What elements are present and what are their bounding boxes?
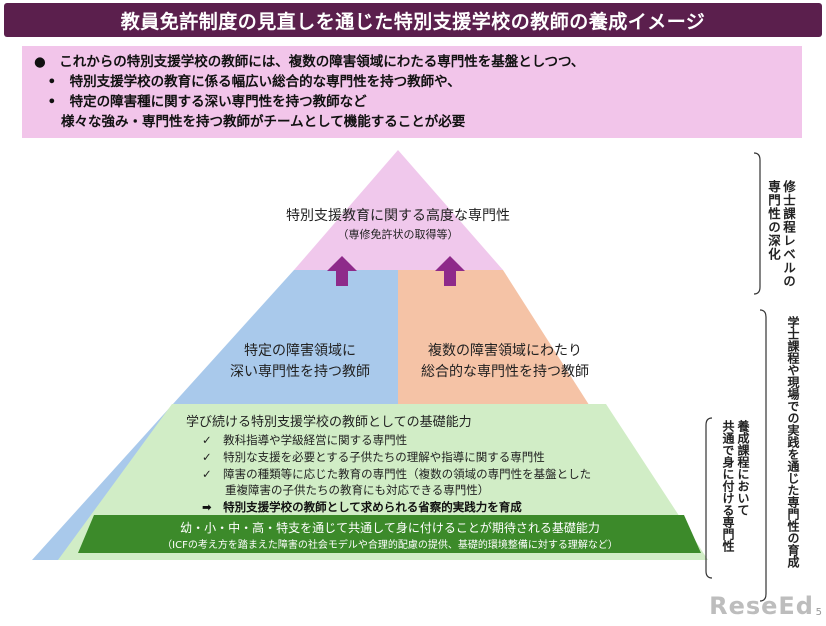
base-line1: 幼・小・中・高・特支を通じて共通して身に付けることが期待される基礎能力 <box>180 520 600 535</box>
watermark-logo: ReseEd <box>709 592 814 620</box>
foundation-check: ✓ 障害の種類等に応じた教育の専門性（複数の領域の専門性を基盤とした <box>202 467 591 481</box>
left-line1: 特定の障害領域に <box>244 342 356 359</box>
top-title: 特別支援教育に関する高度な専門性 <box>286 207 510 224</box>
side-label-common-line2: 共通で身に付ける専門性 <box>721 420 735 552</box>
side-label-master-line2: 専門性の深化 <box>766 180 781 261</box>
side-label-master: 修士課程レベルの 専門性の深化 <box>766 180 796 288</box>
foundation-title: 学び続ける特別支援学校の教師としての基礎能力 <box>186 414 472 430</box>
base-line2: （ICFの考え方を踏まえた障害の社会モデルや合理的配慮の提供、基礎的環境整備に対… <box>162 538 618 551</box>
left-line2: 深い専門性を持つ教師 <box>230 364 370 380</box>
foundation-check: ✓ 教科指導や学級経営に関する専門性 <box>202 433 407 447</box>
foundation-conclusion: ➡ 特別支援学校の教師として求められる省察的実践力を育成 <box>202 500 522 514</box>
top-subtitle: （専修免許状の取得等） <box>338 227 459 241</box>
up-arrow-icon <box>435 256 465 286</box>
pyramid-base-bar <box>78 515 701 553</box>
right-line2: 総合的な専門性を持つ教師 <box>421 364 589 380</box>
up-arrow-icon <box>327 256 357 286</box>
side-label-bachelor-line1: 学士課程や現場での実践を通じた専門性の育成 <box>786 316 800 568</box>
foundation-check: ✓ 特別な支援を必要とする子供たちの理解や指導に関する専門性 <box>202 450 545 464</box>
intro-line: • 特別支援学校の教育に係る幅広い総合的な専門性を持つ教師や、 <box>34 74 461 90</box>
intro-box: ● これからの特別支援学校の教師には、複数の障害領域にわたる専門性を基盤としつつ… <box>22 46 802 138</box>
intro-line: ● これからの特別支援学校の教師には、複数の障害領域にわたる専門性を基盤としつつ… <box>34 54 585 70</box>
page-title-text: 教員免許制度の見直しを通じた特別支援学校の教師の養成イメージ <box>120 10 706 33</box>
side-label-common-line1: 養成課程において <box>736 420 750 516</box>
intro-line: • 特定の障害種に関する深い専門性を持つ教師など <box>34 94 367 110</box>
pyramid-top-region <box>294 150 503 270</box>
side-label-common: 養成課程において 共通で身に付ける専門性 <box>720 420 750 552</box>
bracket-master <box>753 152 761 295</box>
side-label-master-line1: 修士課程レベルの <box>781 180 796 288</box>
intro-line: 様々な強み・専門性を持つ教師がチームとして機能することが必要 <box>34 114 466 130</box>
bracket-common <box>705 417 713 579</box>
bracket-bachelor <box>759 309 767 602</box>
side-label-bachelor: 学士課程や現場での実践を通じた専門性の育成 <box>786 316 800 568</box>
page-number: 5 <box>815 607 822 618</box>
right-line1: 複数の障害領域にわたり <box>428 342 582 359</box>
page-title: 教員免許制度の見直しを通じた特別支援学校の教師の養成イメージ <box>4 3 822 37</box>
foundation-check: 重複障害の子供たちの教育にも対応できる専門性） <box>202 483 489 497</box>
